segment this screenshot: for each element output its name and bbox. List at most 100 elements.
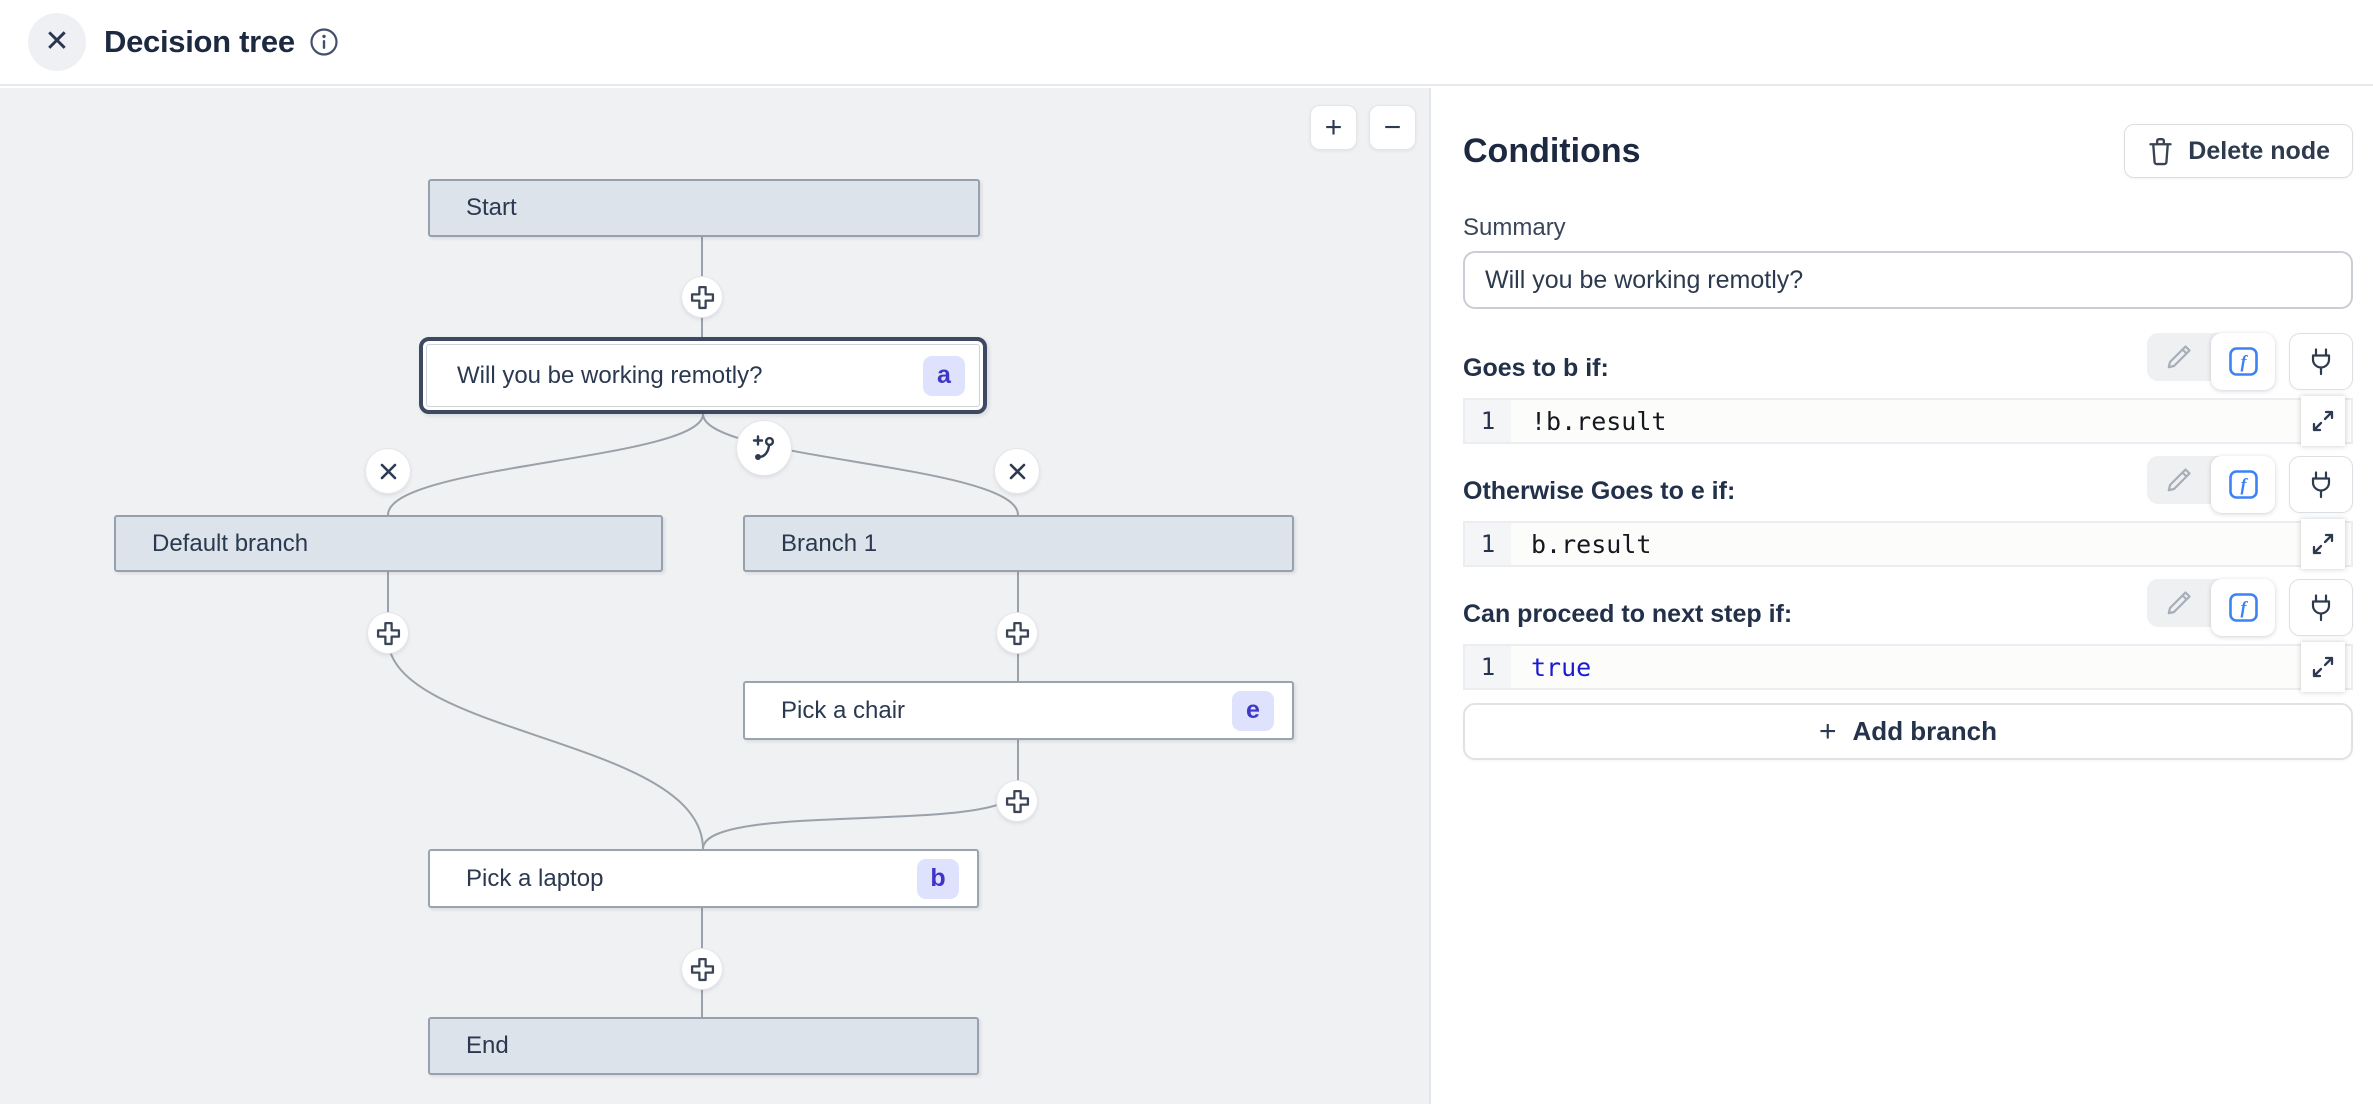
node-label: End [466, 1032, 509, 1059]
expand-icon [2311, 409, 2335, 433]
plus-icon: + [1819, 714, 1837, 748]
plus-node-icon [1005, 621, 1030, 646]
node-label: Default branch [152, 529, 309, 557]
expand-editor-button[interactable] [2301, 519, 2345, 569]
condition-label: Can proceed to next step if: [1463, 600, 1793, 628]
close-button[interactable]: ✕ [28, 13, 86, 71]
node-label: Start [466, 194, 517, 221]
condition-group: Can proceed to next step if: f [1463, 579, 2353, 692]
function-mode-button[interactable]: f [2211, 456, 2275, 513]
panel-title: Conditions [1463, 131, 1641, 170]
expand-icon [2311, 532, 2335, 556]
condition-label: Otherwise Goes to e if: [1463, 477, 1736, 505]
plus-node-icon [376, 621, 401, 646]
node-label: Will you be working remotly? [457, 361, 763, 389]
function-mode-button[interactable]: f [2211, 333, 2275, 390]
code-text[interactable]: true [1511, 646, 2351, 688]
add-branch-node-button[interactable] [737, 421, 791, 475]
line-number: 1 [1465, 646, 1511, 688]
node-badge: a [923, 355, 965, 396]
expand-editor-button[interactable] [2301, 642, 2345, 692]
code-editor[interactable]: 1 !b.result [1463, 396, 2353, 446]
plug-icon [2307, 470, 2335, 500]
node-label: Pick a laptop [466, 864, 604, 892]
text-mode-button[interactable] [2147, 333, 2211, 381]
add-node-button[interactable] [682, 277, 722, 317]
text-mode-button[interactable] [2147, 456, 2211, 504]
code-text[interactable]: !b.result [1511, 400, 2351, 442]
svg-text:f: f [2240, 352, 2248, 372]
edges-layer [387, 237, 1019, 1017]
code-editor[interactable]: 1 b.result [1463, 519, 2353, 569]
function-icon: f [2228, 346, 2259, 377]
node-branch-1[interactable]: Branch 1 [743, 515, 1294, 572]
condition-group: Otherwise Goes to e if: f [1463, 456, 2353, 569]
add-node-button[interactable] [368, 613, 408, 653]
expand-editor-button[interactable] [2301, 396, 2345, 446]
app-header: ✕ Decision tree [0, 0, 2373, 86]
split-branch-icon [748, 432, 780, 464]
node-label: Pick a chair [781, 696, 906, 724]
node-pick-laptop[interactable]: Pick a laptop b [428, 849, 979, 908]
expand-icon [2311, 655, 2335, 679]
editor-mode-toggle: f [2147, 333, 2275, 390]
connect-data-button[interactable] [2289, 333, 2353, 390]
remove-branch-button[interactable] [995, 449, 1039, 493]
line-number: 1 [1465, 400, 1511, 442]
node-question-selected[interactable]: Will you be working remotly? a [419, 337, 987, 414]
info-icon [309, 27, 339, 57]
decision-tree-canvas[interactable]: Start Will you be working remotly? a Def… [0, 88, 1431, 1104]
node-end[interactable]: End [428, 1017, 979, 1075]
svg-text:f: f [2240, 475, 2248, 495]
code-editor[interactable]: 1 true [1463, 642, 2353, 692]
plus-icon: + [1324, 110, 1343, 144]
x-icon [378, 461, 399, 482]
delete-node-label: Delete node [2188, 136, 2330, 165]
node-pick-chair[interactable]: Pick a chair e [743, 681, 1294, 740]
plus-node-icon [1005, 789, 1030, 814]
close-icon: ✕ [44, 25, 70, 58]
add-branch-label: Add branch [1852, 716, 1997, 746]
function-icon: f [2228, 469, 2259, 500]
node-badge: b [917, 858, 959, 899]
condition-group: Goes to b if: f [1463, 333, 2353, 446]
function-mode-button[interactable]: f [2211, 579, 2275, 636]
editor-mode-toggle: f [2147, 579, 2275, 636]
add-branch-button[interactable]: + Add branch [1463, 703, 2353, 760]
plus-node-icon [690, 285, 715, 310]
node-default-branch[interactable]: Default branch [114, 515, 663, 572]
function-icon: f [2228, 592, 2259, 623]
add-node-button[interactable] [997, 781, 1037, 821]
remove-branch-button[interactable] [366, 449, 410, 493]
trash-icon [2147, 137, 2174, 166]
svg-text:f: f [2240, 598, 2248, 618]
code-text[interactable]: b.result [1511, 523, 2351, 565]
connect-data-button[interactable] [2289, 579, 2353, 636]
summary-label: Summary [1463, 214, 1566, 241]
add-node-button[interactable] [682, 949, 722, 989]
node-label: Branch 1 [781, 529, 878, 557]
add-node-button[interactable] [997, 613, 1037, 653]
condition-label: Goes to b if: [1463, 354, 1609, 382]
node-badge: e [1232, 690, 1274, 731]
plug-icon [2307, 593, 2335, 623]
pencil-icon [2165, 466, 2193, 494]
editor-mode-toggle: f [2147, 456, 2275, 513]
pencil-icon [2165, 589, 2193, 617]
delete-node-button[interactable]: Delete node [2124, 124, 2353, 178]
zoom-out-button[interactable]: − [1369, 105, 1416, 150]
page-title: Decision tree [104, 24, 295, 59]
plus-node-icon [690, 957, 715, 982]
plug-icon [2307, 347, 2335, 377]
text-mode-button[interactable] [2147, 579, 2211, 627]
summary-input[interactable] [1463, 251, 2353, 309]
node-start[interactable]: Start [428, 179, 980, 237]
line-number: 1 [1465, 523, 1511, 565]
connect-data-button[interactable] [2289, 456, 2353, 513]
zoom-in-button[interactable]: + [1310, 105, 1357, 150]
x-icon [1007, 461, 1028, 482]
zoom-controls: + − [1310, 105, 1416, 150]
conditions-panel: Conditions Delete node Summary Goes to b… [1433, 88, 2373, 1104]
pencil-icon [2165, 343, 2193, 371]
minus-icon: − [1383, 110, 1402, 144]
